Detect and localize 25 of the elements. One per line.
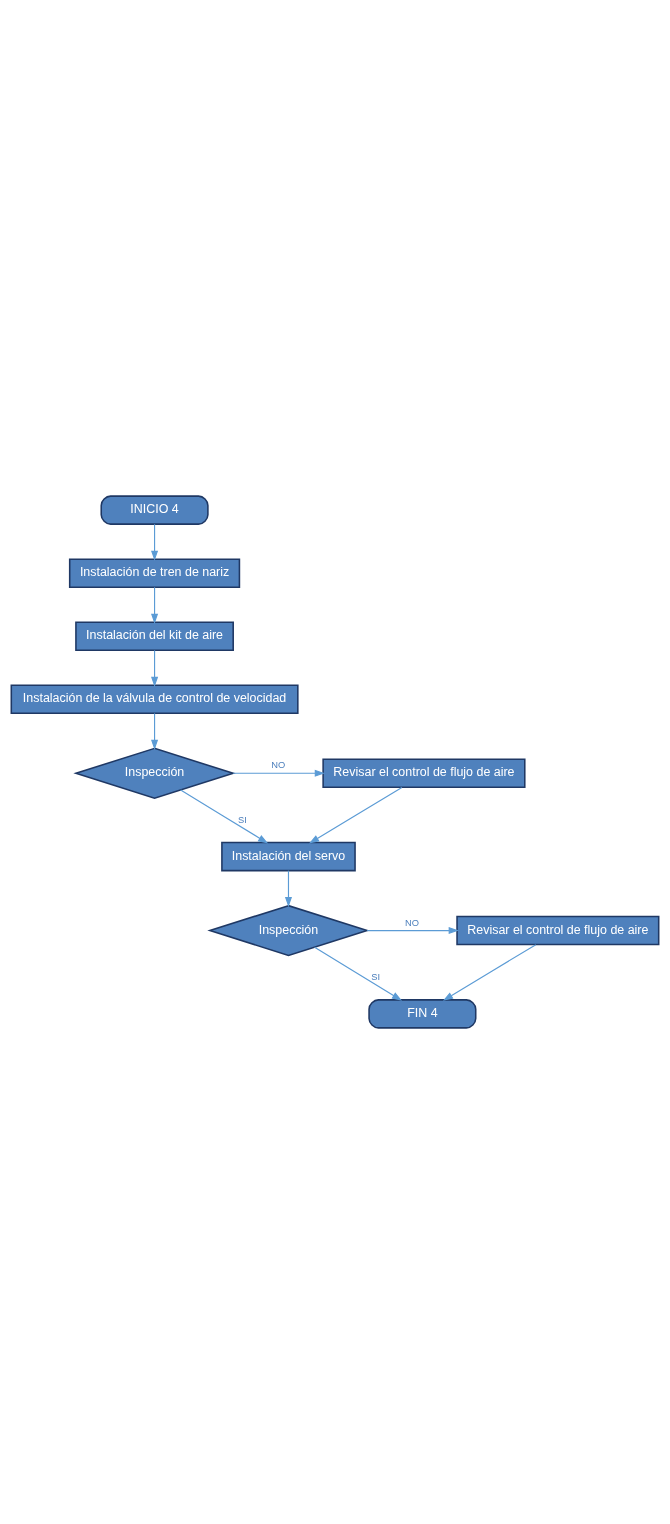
arrow: [151, 586, 159, 624]
node-box: INICIO 4: [100, 495, 209, 525]
arrow: [151, 712, 159, 750]
edge-label: NO: [405, 917, 420, 928]
node-box: FIN 4: [368, 999, 477, 1029]
node-box: Revisar el control de flujo de aire: [322, 758, 526, 789]
node-box: Instalación del servo: [221, 841, 356, 872]
node-box: Instalación de la válvula de control de velocidad: [10, 684, 299, 715]
arrow: [284, 870, 293, 908]
node-diamond: Inspección: [73, 747, 236, 799]
arrow: [442, 944, 537, 1001]
node-box: Instalación de tren de nariz: [68, 558, 241, 588]
arrow: [366, 927, 459, 935]
edge-label: SI: [371, 972, 381, 983]
arrow: [232, 769, 325, 777]
arrow: [180, 789, 269, 844]
arrow: [309, 786, 403, 844]
edge-label: NO: [271, 760, 286, 771]
node-diamond: Inspección: [207, 904, 370, 957]
node-box: Revisar el control de flujo de aire: [456, 915, 660, 946]
edge-label: SI: [238, 814, 247, 825]
arrow: [151, 649, 159, 687]
node-box: Instalación del kit de aire: [75, 621, 234, 652]
arrow: [314, 946, 403, 1001]
arrow: [151, 523, 159, 561]
